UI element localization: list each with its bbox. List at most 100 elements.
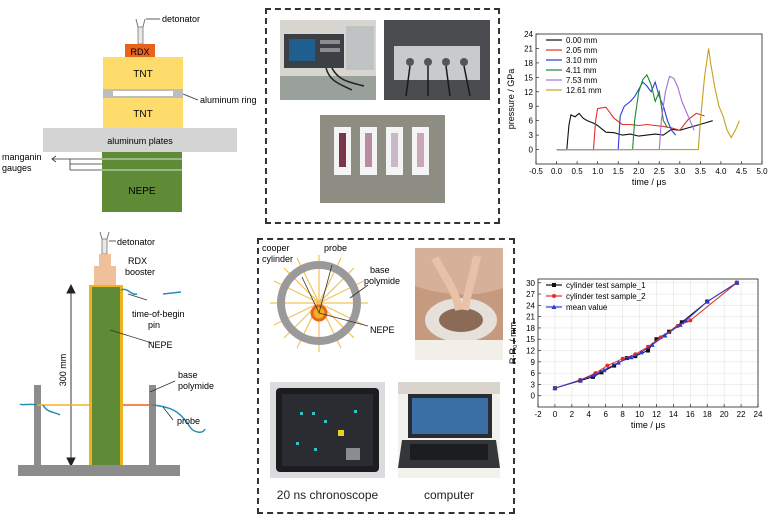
base-polymide-label-1: base <box>370 265 390 275</box>
y-tick-label: 24 <box>524 30 533 39</box>
x-tick-label: 10 <box>635 410 644 419</box>
chronoscope-photo <box>270 382 385 478</box>
x-axis-label: time / μs <box>631 420 666 430</box>
x-tick-label: 8 <box>620 410 625 419</box>
x-tick-label: 20 <box>720 410 729 419</box>
detonator-label: detonator <box>117 237 155 247</box>
y-tick-label: 27 <box>526 290 535 299</box>
y-tick-label: 3 <box>531 380 536 389</box>
data-point <box>654 337 659 342</box>
x-tick-label: 14 <box>669 410 678 419</box>
y-tick-label: 9 <box>529 102 534 111</box>
probe-label: probe <box>324 243 347 253</box>
base-plate <box>18 465 180 476</box>
data-point <box>662 332 668 338</box>
x-tick-label: 24 <box>754 410 763 419</box>
data-point <box>704 299 710 304</box>
data-point <box>646 344 650 349</box>
data-point <box>688 318 693 323</box>
legend-label: 12.61 mm <box>566 86 602 95</box>
plot-frame <box>537 278 759 408</box>
legend-label: 3.10 mm <box>566 56 597 65</box>
x-tick-label: 2.0 <box>633 167 645 176</box>
data-point <box>628 354 634 360</box>
rdx-booster-label-1: RDX <box>128 256 147 266</box>
photo-panel-top <box>265 8 500 224</box>
y-tick-label: 21 <box>524 44 533 53</box>
data-point <box>734 280 740 285</box>
data-point <box>677 322 683 327</box>
legend-label: cylinder test sample_1 <box>566 281 646 290</box>
tnt-lower-block <box>103 98 183 128</box>
detonator-icon <box>99 231 110 255</box>
y-tick-label: 21 <box>526 313 535 322</box>
x-tick-label: 4.5 <box>736 167 748 176</box>
y-axis-label: pressure / GPa <box>506 69 516 130</box>
base-polymide-label-1: base <box>178 370 198 380</box>
detonator-icon <box>135 18 146 45</box>
series-line-5 <box>556 75 695 151</box>
legend-marker <box>552 283 556 287</box>
x-tick-label: 3.0 <box>674 167 686 176</box>
probe-ring-rays <box>270 255 368 352</box>
length-label: 300 mm <box>58 354 68 387</box>
legend-label: 4.11 mm <box>566 66 597 75</box>
computer-photo <box>398 382 500 478</box>
data-point <box>615 360 621 365</box>
y-tick-label: 18 <box>524 59 533 68</box>
x-tick-label: 0.5 <box>572 167 584 176</box>
x-tick-label: 1.0 <box>592 167 604 176</box>
probe-label: probe <box>177 416 200 426</box>
data-point <box>577 377 583 383</box>
y-tick-label: 12 <box>526 347 535 356</box>
legend-label: mean value <box>566 303 608 312</box>
rdx-booster <box>94 266 116 286</box>
series-line-4 <box>556 73 668 151</box>
x-tick-label: 18 <box>703 410 712 419</box>
left-stand <box>34 385 41 467</box>
y-tick-label: 18 <box>526 324 535 333</box>
legend-label: 7.53 mm <box>566 76 597 85</box>
probe-mounting-photo <box>415 248 503 360</box>
manganin-gauges-label-2: gauges <box>2 163 32 173</box>
y-tick-label: 15 <box>526 335 535 344</box>
computer-label: computer <box>423 488 475 502</box>
y-tick-label: 15 <box>524 73 533 82</box>
plate-test-diagram: detonator RDX TNT aluminum ring TNT alum… <box>2 14 257 212</box>
time-of-begin-pin-label-1: time-of-begin <box>132 309 185 319</box>
x-tick-label: -2 <box>534 410 542 419</box>
data-point <box>624 356 629 361</box>
manganin-gauges-label-1: manganin <box>2 152 42 162</box>
rdx-charge <box>125 44 155 58</box>
oscilloscope-photo <box>280 20 376 100</box>
y-tick-label: 3 <box>529 131 534 140</box>
data-point <box>605 363 610 368</box>
x-tick-label: 2 <box>570 410 575 419</box>
base-polymide-label-2: polymide <box>178 381 214 391</box>
x-tick-label: 3.5 <box>695 167 707 176</box>
rdx-booster-top <box>99 254 111 266</box>
x-tick-label: 4 <box>587 410 592 419</box>
x-tick-label: 5.0 <box>756 167 768 176</box>
cooper-cylinder-label-2: cylinder <box>262 254 293 264</box>
series-line-3 <box>556 80 677 151</box>
data-point <box>612 363 617 368</box>
data-point <box>552 385 558 391</box>
nepe-label: NEPE <box>148 340 173 350</box>
aluminum-ring-label: aluminum ring <box>200 95 257 105</box>
cooper-cylinder-label-1: cooper <box>262 243 290 253</box>
rdx-label: RDX <box>130 47 149 57</box>
x-tick-label: 12 <box>652 410 661 419</box>
y-tick-label: 6 <box>529 117 534 126</box>
x-tick-label: 2.5 <box>654 167 666 176</box>
data-point <box>649 342 655 347</box>
base-polymide-label-2: polymide <box>364 276 400 286</box>
right-stand <box>149 385 156 467</box>
x-tick-label: 6 <box>603 410 608 419</box>
legend-marker <box>552 294 556 298</box>
tnt-upper-label: TNT <box>133 69 152 80</box>
data-point <box>591 372 597 377</box>
y-axis-label: R-R₀ / mm <box>508 322 518 364</box>
x-tick-label: 0 <box>553 410 558 419</box>
